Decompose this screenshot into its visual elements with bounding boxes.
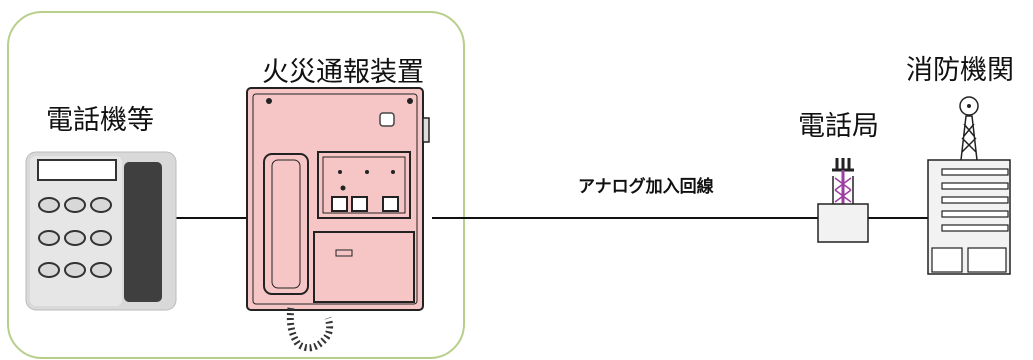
desk-telephone-icon (25, 151, 177, 311)
exchange-label: 電話局 (798, 111, 879, 142)
notifier-label: 火災通報装置 (262, 57, 424, 88)
phone-label: 電話機等 (46, 105, 154, 136)
customer-premises-group (7, 11, 465, 359)
fire-dept-label: 消防機関 (906, 55, 1014, 86)
telephone-exchange-icon (817, 158, 869, 243)
analog-line-label: アナログ加入回線 (578, 177, 714, 197)
fire-department-building-icon (927, 96, 1011, 275)
fire-alarm-notifier-icon (246, 87, 430, 352)
